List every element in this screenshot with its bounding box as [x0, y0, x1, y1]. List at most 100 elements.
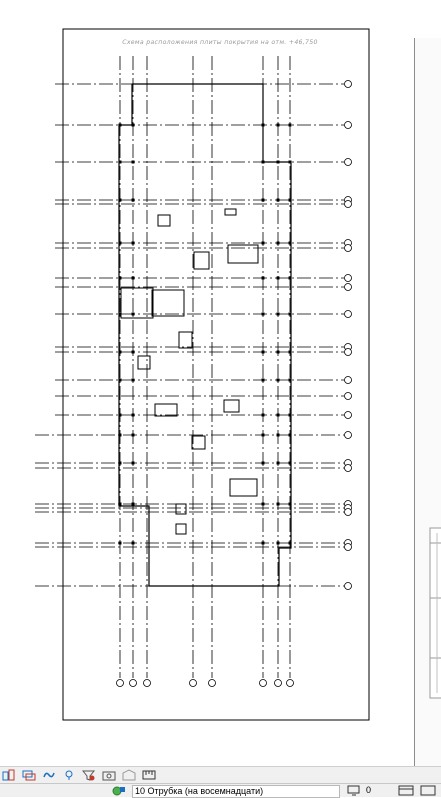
grid-axis-bubble	[143, 679, 151, 687]
grid-axis-bubble	[344, 431, 352, 439]
column-marker	[288, 276, 292, 280]
column-marker	[131, 461, 135, 465]
grid-axis-bubble	[344, 508, 352, 516]
view-selector[interactable]: 10 Отрубка (на восемнадцати)	[132, 785, 340, 798]
window-icon[interactable]	[420, 785, 436, 796]
column-marker	[288, 241, 292, 245]
column-marker	[118, 541, 122, 545]
column-marker	[118, 378, 122, 382]
filter-icon[interactable]	[80, 768, 98, 782]
grid-axis-bubble	[189, 679, 197, 687]
link-icon[interactable]	[40, 768, 58, 782]
window-icon[interactable]	[398, 785, 414, 796]
walls-icon[interactable]	[0, 768, 18, 782]
building-icon[interactable]	[120, 768, 138, 782]
drawing-canvas[interactable]: Схема расположения плиты покрытия на отм…	[0, 0, 441, 766]
column-marker	[261, 123, 265, 127]
slab-opening	[154, 403, 178, 417]
slab-outline	[118, 83, 292, 587]
slab-boundary	[118, 83, 292, 587]
grid-axis-bubble	[344, 244, 352, 252]
counter-value: 0	[366, 785, 372, 795]
column-marker	[131, 312, 135, 316]
column-marker	[131, 198, 135, 202]
column-marker	[288, 160, 292, 164]
grid-axis-bubble	[344, 464, 352, 472]
monitor-icon[interactable]	[347, 785, 361, 796]
column-marker	[288, 198, 292, 202]
column-marker	[261, 433, 265, 437]
column-marker	[276, 312, 280, 316]
column-marker	[288, 541, 292, 545]
camera-icon[interactable]	[100, 768, 118, 782]
grid-axis-bubble	[208, 679, 216, 687]
view-control-bar	[0, 766, 441, 783]
slab-opening	[227, 244, 259, 264]
column-marker	[131, 413, 135, 417]
column-marker	[261, 541, 265, 545]
grid-axis-bubble	[344, 158, 352, 166]
column-marker	[276, 461, 280, 465]
grid-axis-bubble	[274, 679, 282, 687]
properties-panel[interactable]	[414, 38, 441, 766]
plan-details	[118, 123, 292, 545]
column-marker	[131, 241, 135, 245]
slab-opening	[175, 503, 187, 515]
pin-icon[interactable]	[60, 768, 78, 782]
layers-icon[interactable]	[20, 768, 38, 782]
column-marker	[118, 160, 122, 164]
column-marker	[261, 502, 265, 506]
slab-opening	[175, 523, 187, 535]
slab-opening	[120, 287, 154, 319]
column-marker	[131, 378, 135, 382]
grid-axis-bubble	[116, 679, 124, 687]
grid-axis-bubble	[344, 543, 352, 551]
column-marker	[288, 461, 292, 465]
slab-opening	[229, 478, 258, 497]
sheet-frame	[62, 28, 370, 721]
column-marker	[276, 413, 280, 417]
grid-axis-bubble	[344, 392, 352, 400]
column-marker	[118, 312, 122, 316]
column-marker	[261, 350, 265, 354]
column-marker	[276, 160, 280, 164]
drawing-title: Схема расположения плиты покрытия на отм…	[122, 39, 318, 46]
column-marker	[288, 502, 292, 506]
ruler-icon[interactable]	[140, 768, 158, 782]
column-marker	[288, 433, 292, 437]
floor-plan-drawing[interactable]	[0, 0, 441, 766]
column-marker	[288, 312, 292, 316]
slab-opening	[193, 251, 210, 270]
slab-opening	[178, 331, 193, 349]
column-marker	[118, 413, 122, 417]
column-marker	[261, 378, 265, 382]
grid-axis-bubble	[344, 283, 352, 291]
column-marker	[261, 413, 265, 417]
slab-opening	[223, 399, 240, 413]
grid-axis-bubble	[344, 274, 352, 282]
slab-opening	[157, 214, 171, 227]
slab-opening	[224, 208, 237, 216]
column-marker	[118, 502, 122, 506]
grid-axis-bubble	[344, 200, 352, 208]
column-marker	[118, 123, 122, 127]
column-marker	[131, 123, 135, 127]
grid-axis-bubble	[129, 679, 137, 687]
slab-opening	[137, 355, 151, 370]
network-icon[interactable]	[112, 785, 126, 796]
column-marker	[276, 541, 280, 545]
vertical-grid-lines	[116, 56, 294, 687]
column-marker	[131, 433, 135, 437]
horizontal-grid-lines	[35, 80, 352, 590]
column-marker	[288, 378, 292, 382]
grid-axis-bubble	[259, 679, 267, 687]
column-marker	[261, 276, 265, 280]
column-marker	[261, 160, 265, 164]
column-marker	[261, 198, 265, 202]
grid-axis-bubble	[344, 582, 352, 590]
column-marker	[288, 350, 292, 354]
column-marker	[118, 198, 122, 202]
column-marker	[131, 160, 135, 164]
column-marker	[118, 461, 122, 465]
column-marker	[131, 502, 135, 506]
